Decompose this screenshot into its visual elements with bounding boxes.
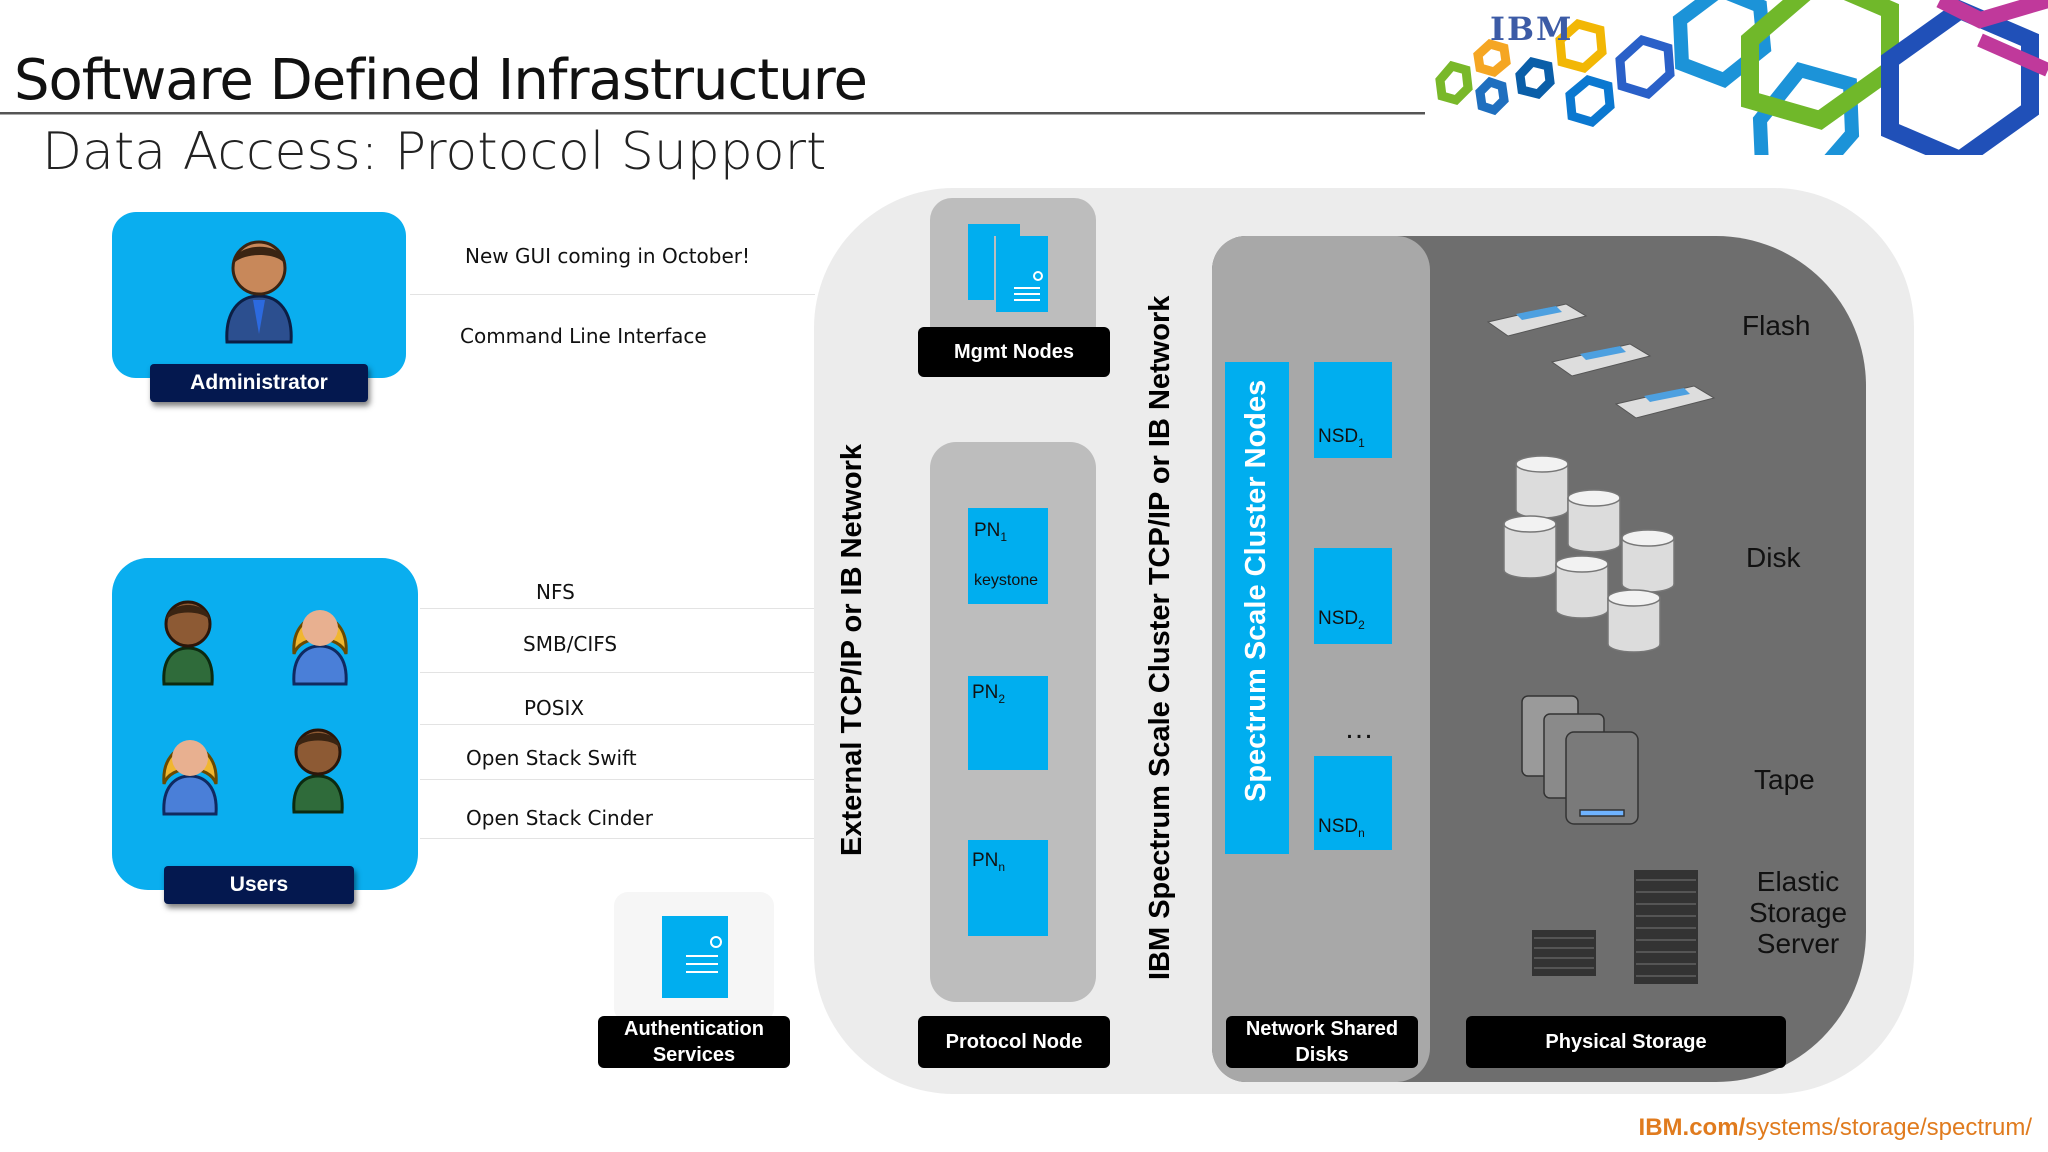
flash-cards-icon xyxy=(1486,303,1716,419)
page-subtitle: Data Access: Protocol Support xyxy=(42,122,827,182)
disk-label: Disk xyxy=(1746,542,1801,573)
protocol-node-1: PN1 keystone xyxy=(968,508,1048,604)
admin-interface-cli: Command Line Interface xyxy=(460,324,707,348)
ibm-hexagon-graphic xyxy=(1420,0,2048,155)
ibm-logo: IBM xyxy=(1490,10,1574,48)
spectrum-scale-cluster-nodes xyxy=(1225,362,1289,854)
user-person-icon xyxy=(162,600,214,686)
users-label: Users xyxy=(164,866,354,904)
authentication-services-label: Authentication Services xyxy=(598,1016,790,1068)
elastic-storage-server-label: Elastic Storage Server xyxy=(1748,866,1848,959)
page-title: Software Defined Infrastructure xyxy=(14,48,868,113)
divider xyxy=(420,608,815,609)
network-shared-disks-label: Network Shared Disks xyxy=(1226,1016,1418,1068)
protocol-node-label: Protocol Node xyxy=(918,1016,1110,1068)
administrator-label: Administrator xyxy=(150,364,368,402)
admin-interface-gui: New GUI coming in October! xyxy=(465,244,751,268)
tape-drives-icon xyxy=(1521,695,1639,825)
nsd-2: NSD2 xyxy=(1314,548,1392,644)
nsd-n: NSDn xyxy=(1314,756,1392,850)
title-divider xyxy=(0,112,1425,115)
keystone-label: keystone xyxy=(974,572,1039,589)
user-person-icon xyxy=(292,728,344,814)
user-person-icon xyxy=(292,610,348,686)
authentication-server-icon xyxy=(662,916,728,998)
protocol-node-2: PN2 xyxy=(968,676,1048,770)
divider xyxy=(420,672,815,673)
physical-storage-label: Physical Storage xyxy=(1466,1016,1786,1068)
cluster-network-label: IBM Spectrum Scale Cluster TCP/IP or IB … xyxy=(1144,295,1176,980)
protocol-smb-cifs: SMB/CIFS xyxy=(523,632,618,656)
nsd-1: NSD1 xyxy=(1314,362,1392,458)
protocol-nfs: NFS xyxy=(536,580,575,604)
user-person-icon xyxy=(162,740,218,816)
administrator-panel xyxy=(112,212,406,378)
tape-label: Tape xyxy=(1754,764,1815,795)
administrator-person-icon xyxy=(225,240,293,344)
elastic-storage-server-icon xyxy=(1532,870,1698,984)
protocol-posix: POSIX xyxy=(524,696,585,720)
protocol-node-n: PNn xyxy=(968,840,1048,936)
divider xyxy=(420,838,815,839)
nsd-ellipsis: … xyxy=(1344,712,1374,745)
flash-label: Flash xyxy=(1742,310,1811,341)
divider xyxy=(420,724,815,725)
mgmt-nodes-label: Mgmt Nodes xyxy=(918,327,1110,377)
protocol-openstack-swift: Open Stack Swift xyxy=(466,746,637,770)
divider xyxy=(420,779,815,780)
divider xyxy=(410,294,815,295)
mgmt-server-icon xyxy=(994,236,1048,312)
protocol-openstack-cinder: Open Stack Cinder xyxy=(466,806,653,830)
cluster-nodes-label: Spectrum Scale Cluster Nodes xyxy=(1240,379,1272,802)
disk-cylinders-icon xyxy=(1503,455,1675,653)
external-network-label: External TCP/IP or IB Network xyxy=(836,443,868,856)
users-panel xyxy=(112,558,418,890)
footer-url[interactable]: IBM.com/systems/storage/spectrum/ xyxy=(1638,1114,2032,1141)
